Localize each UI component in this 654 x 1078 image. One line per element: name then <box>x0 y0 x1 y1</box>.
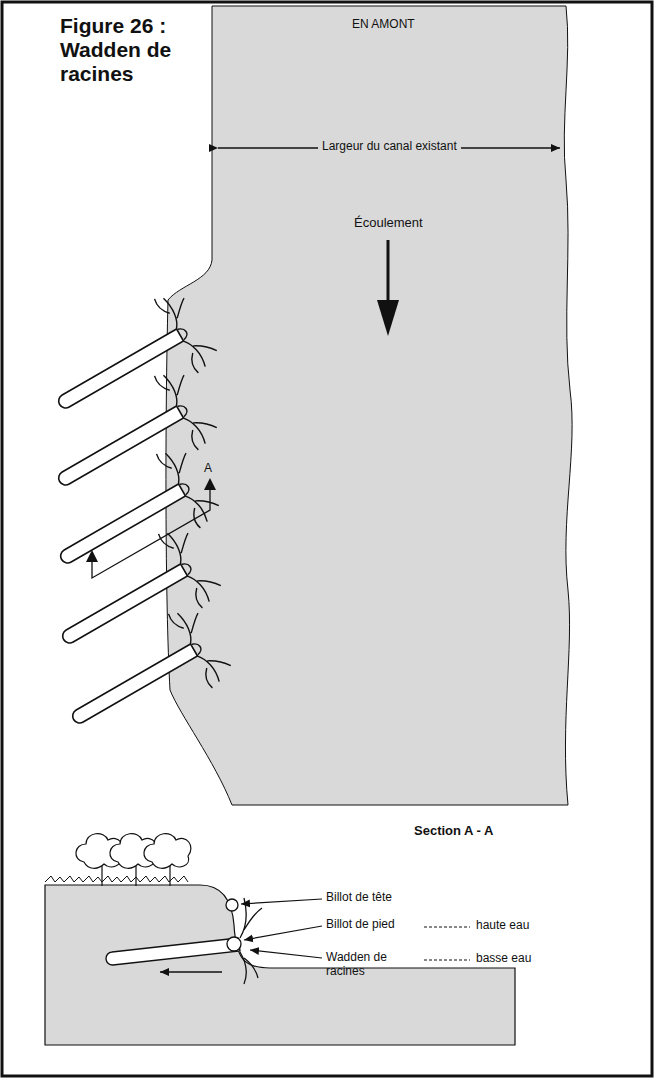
part-label: Billot de pied <box>326 918 395 932</box>
root-wad-log <box>52 600 236 756</box>
section-line <box>92 488 210 578</box>
section-title: Section A - A <box>414 824 493 839</box>
high-water-line <box>424 927 470 928</box>
grass <box>45 876 188 882</box>
trees <box>76 834 191 886</box>
root-wad-log <box>38 362 222 518</box>
section-arrowhead <box>86 550 98 562</box>
part-label: Billot de tête <box>326 891 392 905</box>
upstream-label: EN AMONT <box>352 18 415 32</box>
root-wad-log <box>42 520 226 676</box>
part-label: Wadden de racines <box>326 951 418 979</box>
figure-title: Figure 26 : Wadden de racines <box>60 14 185 86</box>
flow-label: Écoulement <box>354 216 423 231</box>
flow-arrowhead <box>377 300 399 336</box>
channel <box>166 6 572 805</box>
flow-arrow <box>387 240 390 305</box>
leader-line <box>250 950 322 958</box>
low-water-line <box>424 960 470 961</box>
section-callout: A <box>204 462 212 476</box>
water-level-label: basse eau <box>476 952 531 966</box>
section-arrowhead <box>204 478 216 490</box>
ground-section <box>45 885 515 1045</box>
direction-arrow <box>160 971 222 972</box>
width-label: Largeur du canal existant <box>318 140 461 154</box>
foot-log <box>227 937 241 951</box>
head-log <box>226 899 238 911</box>
water-level-label: haute eau <box>476 919 529 933</box>
section-root-wad <box>240 898 262 984</box>
root-wad-log <box>40 440 224 596</box>
leader-line <box>244 926 322 940</box>
root-wad-log <box>38 285 222 441</box>
leader-line <box>241 899 322 904</box>
section-log <box>106 938 240 965</box>
